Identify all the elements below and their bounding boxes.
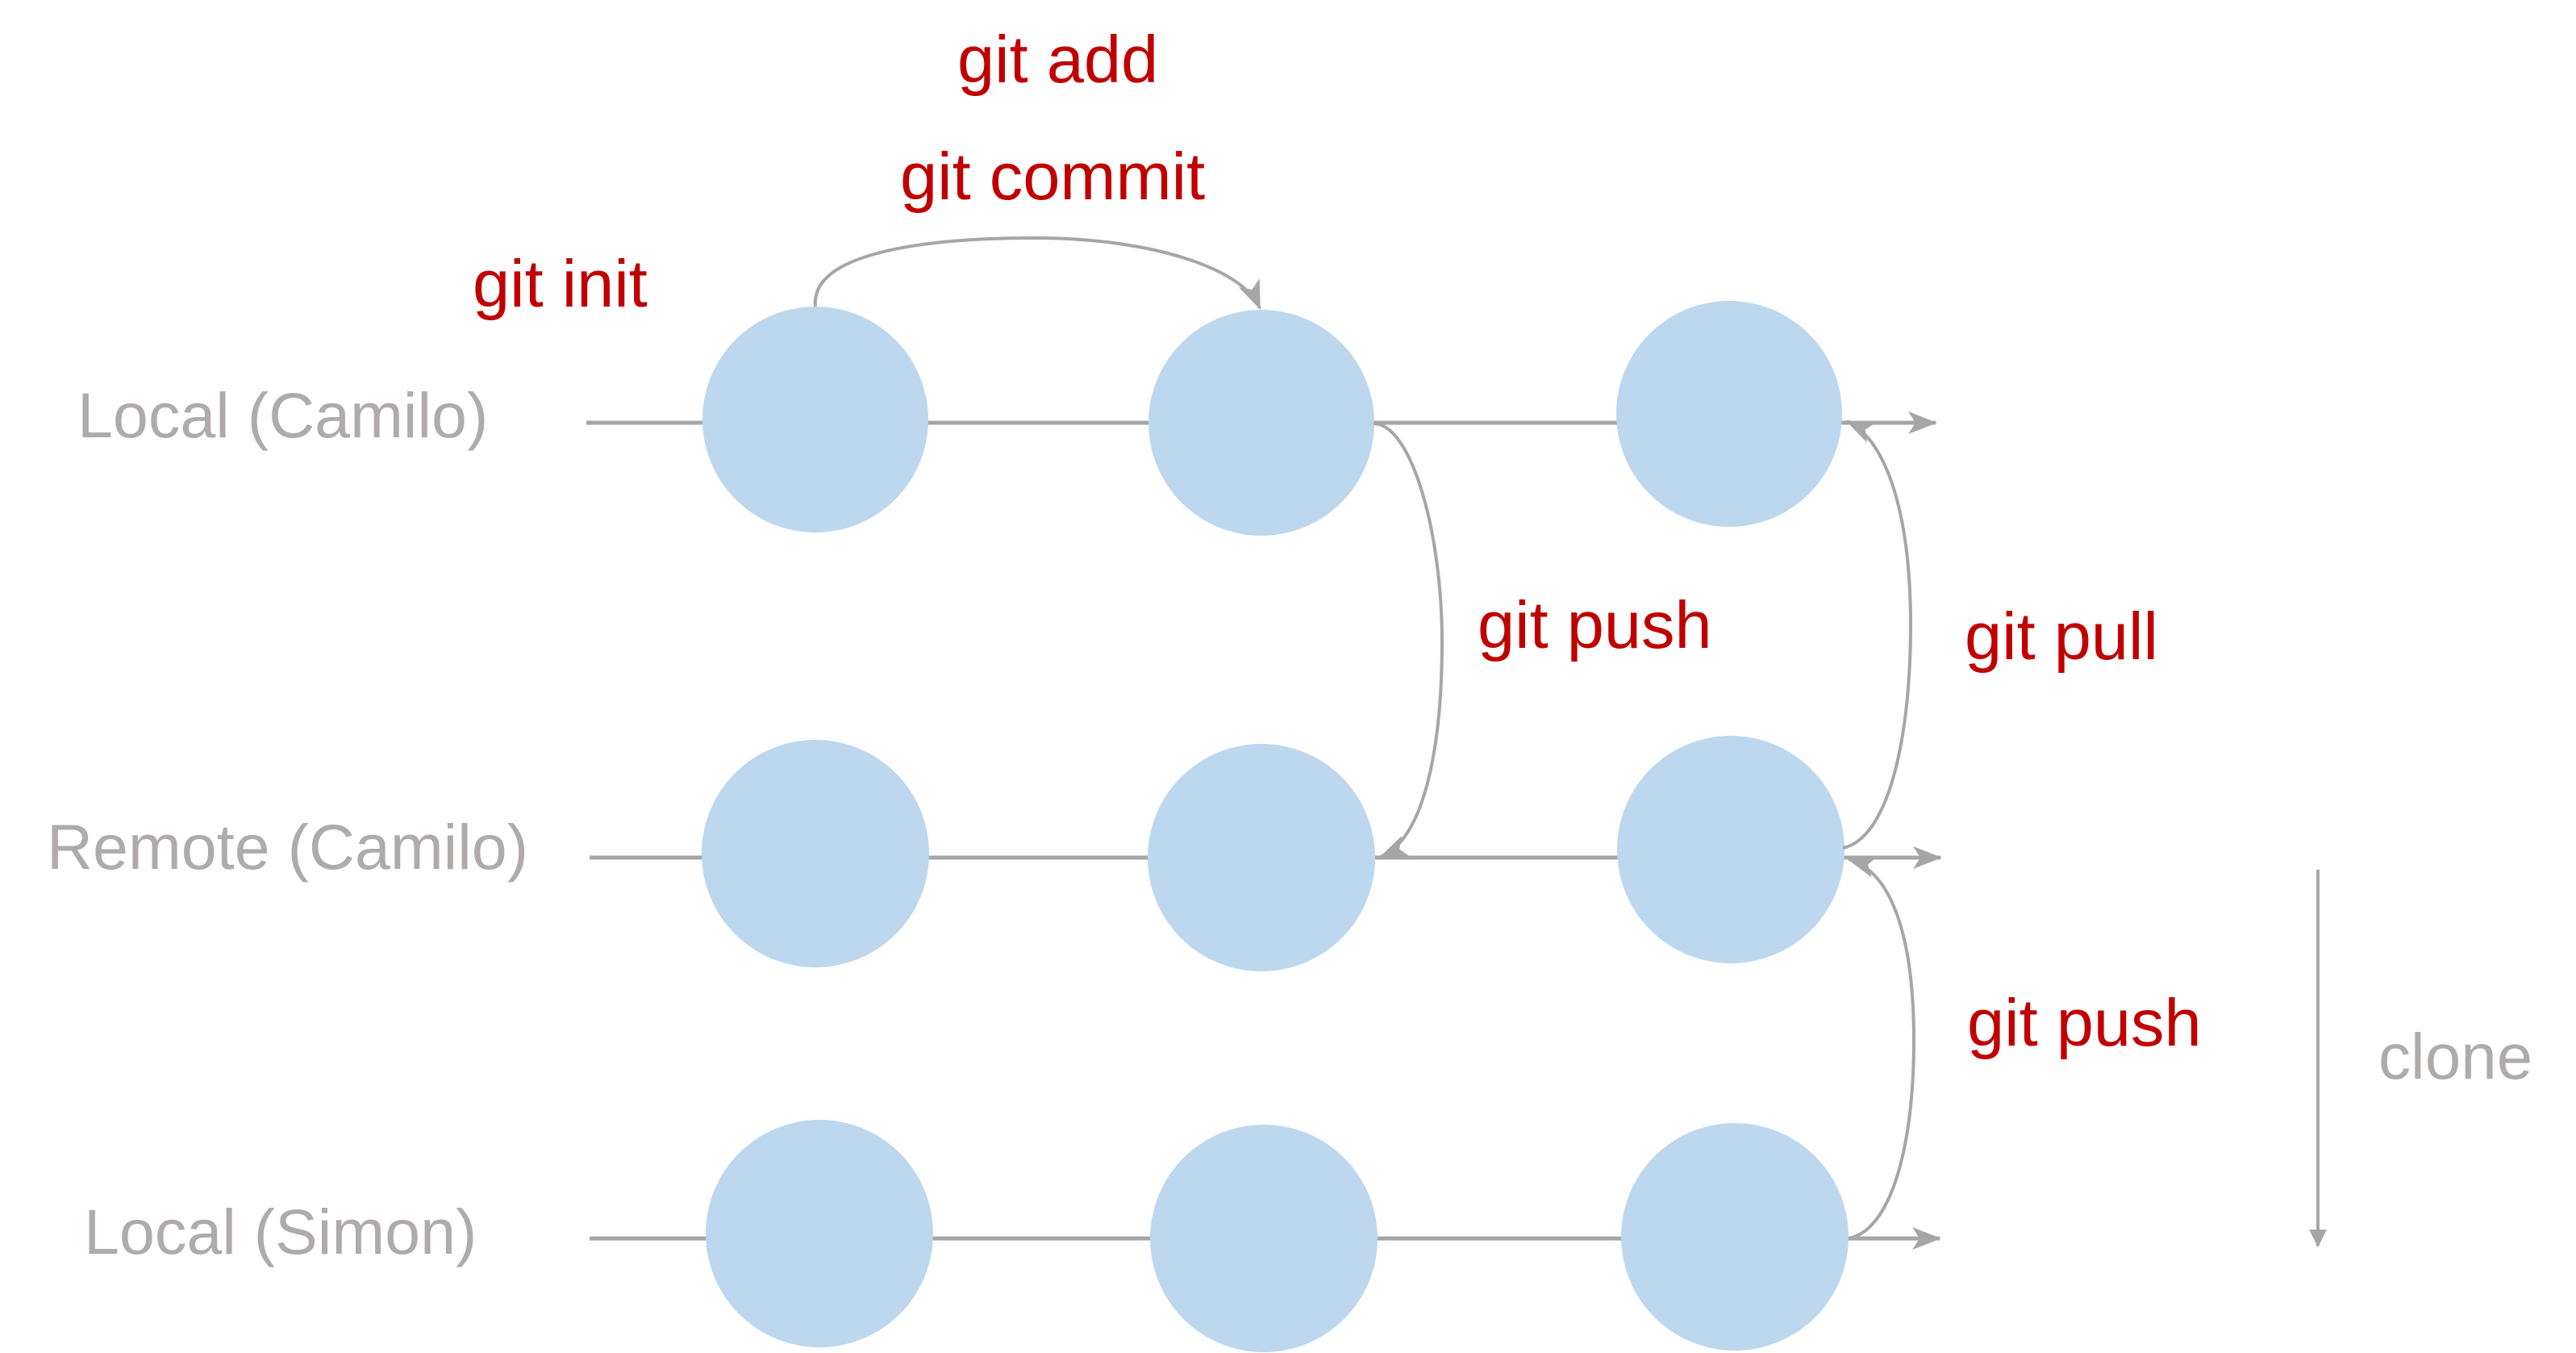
commit-node[interactable] [1150,1125,1378,1352]
row-label-local-simon: Local (Simon) [84,1196,477,1267]
row-remote-camilo: Remote (Camilo) [47,736,1942,971]
row-local-simon: Local (Simon) [84,1120,1941,1352]
commit-node[interactable] [1616,301,1842,527]
label-git-add: git add [957,22,1158,97]
label-git-push-simon: git push [1967,985,2202,1060]
label-git-push-remote: git push [1478,587,1712,662]
commit-node[interactable] [1148,310,1374,536]
label-clone: clone [2378,1021,2532,1092]
commit-node[interactable] [706,1120,933,1347]
commit-node[interactable] [702,307,928,532]
label-git-init: git init [473,246,648,321]
row-label-local-camilo: Local (Camilo) [77,379,488,451]
commit-node[interactable] [702,740,929,967]
label-git-pull: git pull [1965,599,2158,674]
commit-node[interactable] [1617,736,1844,963]
arc-push-local-to-remote [1373,422,1444,858]
row-label-remote-camilo: Remote (Camilo) [47,811,528,883]
commit-node[interactable] [1621,1123,1849,1351]
commit-node[interactable] [1148,744,1375,971]
arc-push-simon-to-remote [1847,855,1916,1240]
row-local-camilo: Local (Camilo) [77,301,1937,536]
arc-add-commit [813,236,1261,310]
label-git-commit: git commit [900,139,1205,214]
arc-pull-remote-to-local [1842,420,1913,850]
